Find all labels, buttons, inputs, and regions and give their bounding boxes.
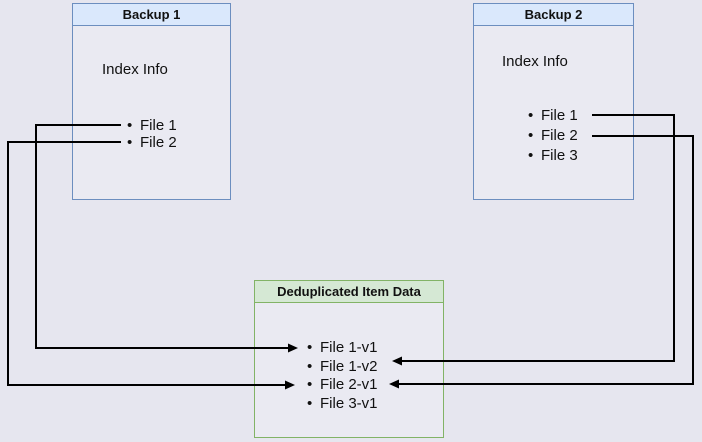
backup1-file-2-item: File 2 <box>127 134 177 151</box>
backup1-index-info-label: Index Info <box>102 61 168 78</box>
backup2-title: Backup 2 <box>474 4 633 26</box>
dedup-file-list: File 1-v1 File 1-v2 File 2-v1 File 3-v1 <box>307 339 378 414</box>
backup2-file-3-item: File 3 <box>528 146 578 166</box>
dedup-file-1-v2-item: File 1-v2 <box>307 358 378 377</box>
dedup-file-2-v1-item: File 2-v1 <box>307 376 378 395</box>
backup2-file-1-item: File 1 <box>528 106 578 126</box>
backup2-file-list: File 1 File 2 File 3 <box>528 106 578 166</box>
deduplicated-item-data-box: Deduplicated Item Data File 1-v1 File 1-… <box>254 280 444 438</box>
backup2-file-2-item: File 2 <box>528 126 578 146</box>
backup1-file-1-item: File 1 <box>127 117 177 134</box>
backup1-file-list: File 1 File 2 <box>127 117 177 151</box>
deduplicated-item-data-title: Deduplicated Item Data <box>255 281 443 303</box>
backup1-title: Backup 1 <box>73 4 230 26</box>
backup1-box: Backup 1 Index Info File 1 File 2 <box>72 3 231 200</box>
backup2-index-info-label: Index Info <box>502 53 568 70</box>
backup2-box: Backup 2 Index Info File 1 File 2 File 3 <box>473 3 634 200</box>
dedup-file-1-v1-item: File 1-v1 <box>307 339 378 358</box>
dedup-file-3-v1-item: File 3-v1 <box>307 395 378 414</box>
